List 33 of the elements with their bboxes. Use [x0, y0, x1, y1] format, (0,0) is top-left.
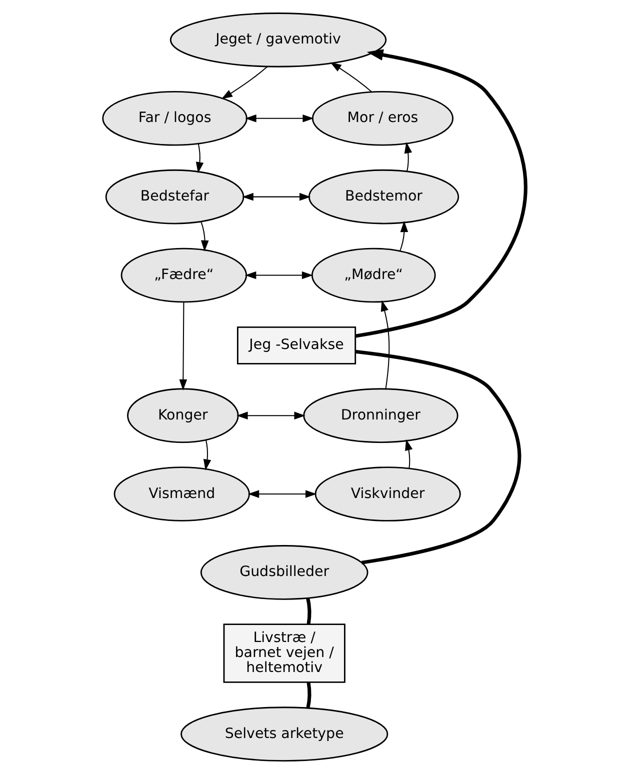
- node-box: Jeg -Selvakse: [236, 326, 356, 364]
- node-ellipse: Bedstefar: [104, 168, 244, 224]
- arrow: [195, 142, 204, 173]
- node-ellipse: Selvets arketype: [180, 706, 388, 761]
- arrow: [247, 490, 316, 498]
- connector: [306, 597, 311, 624]
- arrow: [380, 300, 390, 388]
- arrow: [244, 114, 314, 122]
- node-ellipse: „Mødre“: [310, 247, 436, 302]
- node-ellipse: Bedstemor: [308, 168, 459, 224]
- arrow: [242, 192, 310, 200]
- arrow: [202, 439, 211, 470]
- arrow: [200, 220, 208, 251]
- node-ellipse: Vismænd: [113, 466, 250, 521]
- arrow: [330, 62, 372, 92]
- arrow: [236, 411, 305, 419]
- node-ellipse: „Fædre“: [120, 247, 247, 302]
- node-box: Livstræ / barnet vejen / heltemotiv: [222, 623, 345, 682]
- arrow: [354, 48, 527, 338]
- arrow: [220, 66, 268, 99]
- node-ellipse: Gudsbilleder: [200, 544, 368, 600]
- node-ellipse: Jeget / gavemotiv: [169, 12, 386, 67]
- node-ellipse: Mor / eros: [311, 90, 454, 146]
- arrow: [398, 220, 408, 251]
- arrow: [404, 142, 412, 172]
- node-ellipse: Konger: [126, 388, 238, 442]
- node-ellipse: Dronninger: [302, 388, 458, 442]
- node-ellipse: Viskvinder: [314, 466, 460, 521]
- connector: [354, 349, 521, 564]
- arrow: [178, 301, 187, 390]
- connector: [306, 682, 311, 708]
- arrow: [404, 438, 412, 468]
- arrow: [244, 270, 313, 279]
